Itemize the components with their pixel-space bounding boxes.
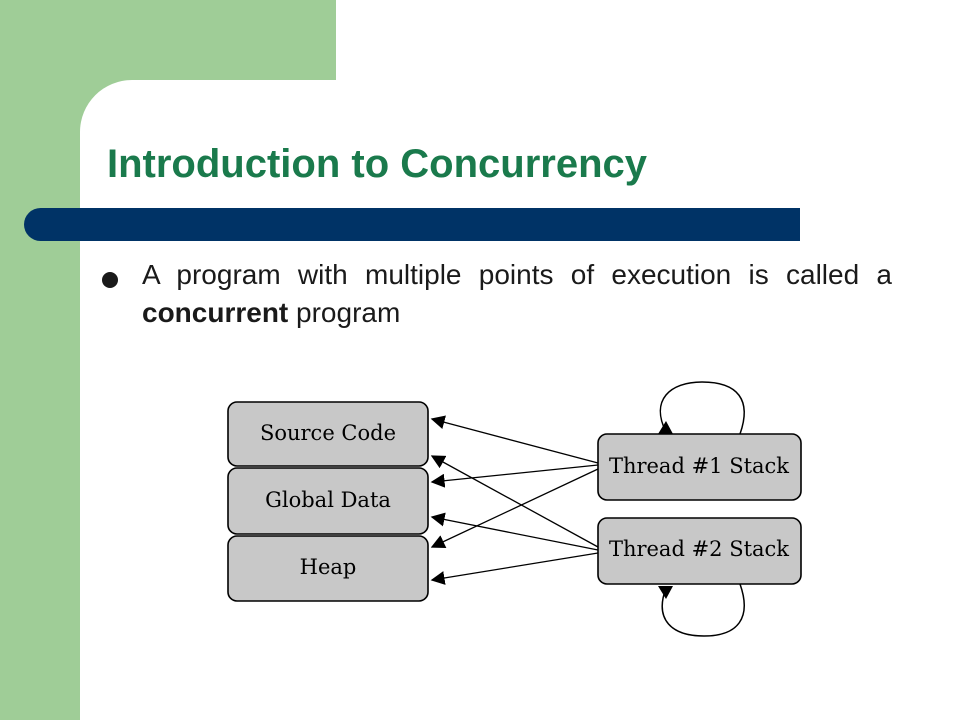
arrow-thread1-to-source-code bbox=[430, 415, 599, 464]
thread1-loop-arrowhead bbox=[658, 421, 673, 434]
arrow-thread2-to-source-code bbox=[430, 455, 599, 548]
content-panel bbox=[80, 80, 960, 720]
memory-segment-label: Heap bbox=[300, 555, 357, 579]
bullet-dot-icon bbox=[102, 272, 118, 288]
memory-segment-label: Global Data bbox=[265, 488, 391, 512]
bullet-text-before: A program with multiple points of execut… bbox=[142, 259, 892, 290]
thread-label: Thread #1 Stack bbox=[609, 454, 789, 478]
bullet-item: A program with multiple points of execut… bbox=[102, 256, 892, 332]
thread1-self-loop-arc bbox=[659, 381, 745, 435]
arrow-thread2-to-heap bbox=[430, 552, 599, 585]
thread-label: Thread #2 Stack bbox=[609, 537, 789, 561]
memory-segment-label: Source Code bbox=[260, 421, 396, 445]
arrow-thread2-to-global-data bbox=[430, 512, 599, 551]
memory-segment-global-data: Global Data bbox=[227, 467, 429, 535]
bullet-text-emphasis: concurrent bbox=[142, 297, 289, 328]
bullet-text-after: program bbox=[288, 297, 401, 328]
arrow-thread1-to-global-data bbox=[430, 464, 599, 488]
thread-2-stack: Thread #2 Stack bbox=[597, 517, 802, 585]
thread2-self-loop-arc bbox=[661, 583, 745, 637]
bullet-text: A program with multiple points of execut… bbox=[142, 256, 892, 332]
slide-title: Introduction to Concurrency bbox=[107, 142, 647, 186]
bullet-list: A program with multiple points of execut… bbox=[102, 256, 892, 332]
thread-1-stack: Thread #1 Stack bbox=[597, 433, 802, 501]
thread2-loop-arrowhead bbox=[658, 586, 673, 599]
memory-segment-source-code: Source Code bbox=[227, 401, 429, 467]
memory-segment-heap: Heap bbox=[227, 535, 429, 602]
title-underline-bar bbox=[24, 208, 800, 241]
arrow-thread1-to-heap bbox=[430, 468, 599, 548]
